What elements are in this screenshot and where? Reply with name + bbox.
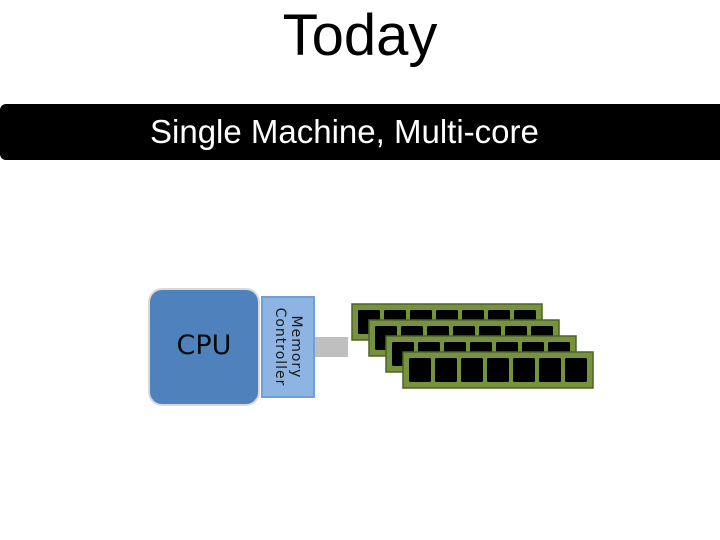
section-banner: Single Machine, Multi-core [0, 104, 720, 160]
memory-controller-block: Memory Controller [261, 296, 315, 398]
memory-chip [513, 358, 535, 382]
memory-bus-connector [315, 337, 348, 357]
memory-chip [565, 358, 587, 382]
banner-text: Single Machine, Multi-core [150, 113, 539, 150]
memory-chip [409, 358, 431, 382]
memory-module [402, 351, 594, 389]
memory-chip [487, 358, 509, 382]
slide-title: Today [282, 3, 438, 68]
cpu-label: CPU [176, 330, 232, 361]
memory-chip [435, 358, 457, 382]
memory-chip [539, 358, 561, 382]
cpu-block: CPU [150, 290, 258, 404]
memory-chip [461, 358, 483, 382]
